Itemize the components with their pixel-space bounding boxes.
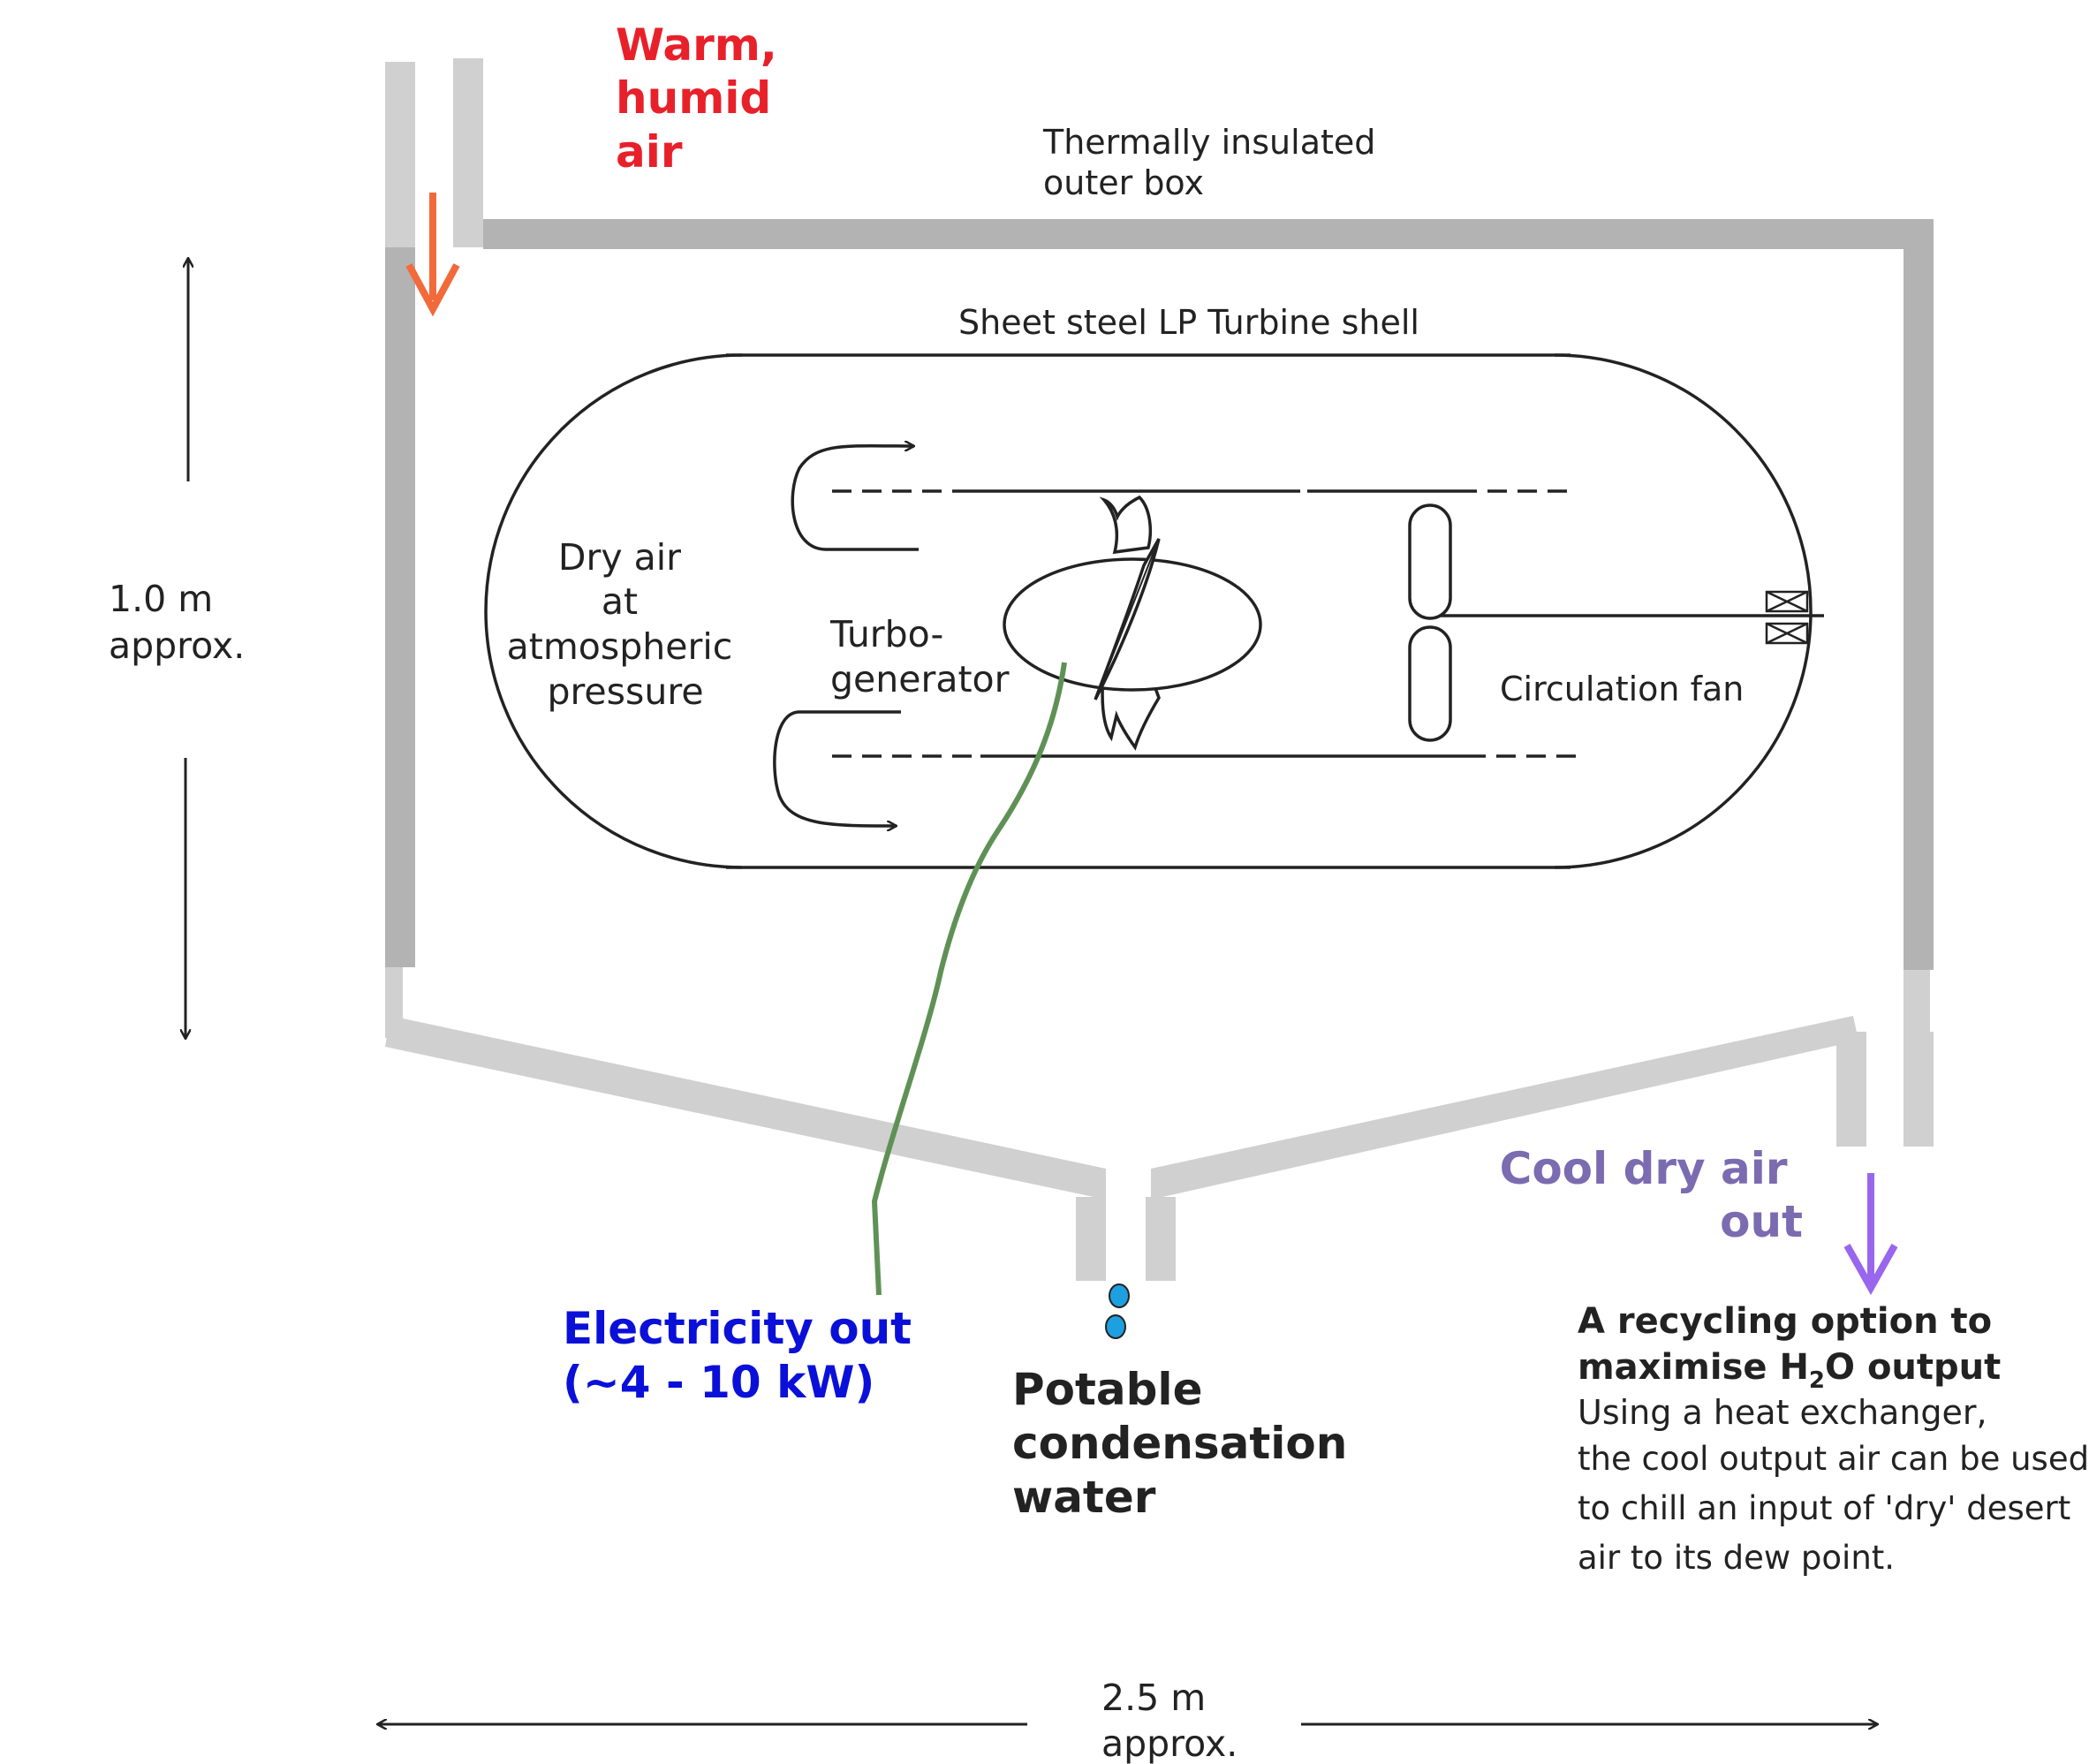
floor-left-slope [385, 1016, 1106, 1200]
water-drop-icon [1109, 1283, 1130, 1308]
turbine-shell-label: Sheet steel LP Turbine shell [958, 303, 1419, 342]
inlet-pipe-left-wall [385, 62, 415, 247]
warm-air-arrow-icon [405, 193, 460, 317]
cool-air-label: Cool dry air out [1500, 1143, 1803, 1247]
turbo-generator [1003, 495, 1262, 751]
circulation-fan-label: Circulation fan [1500, 670, 1744, 708]
flow-arrow-lower [773, 710, 901, 826]
width-label: 2.5 m approx. [1101, 1677, 1238, 1764]
outer-box-top-wall [483, 219, 1934, 249]
recycle-title-line-2: maximise H2O output [1578, 1347, 2001, 1394]
height-label: 1.0 m approx. [109, 578, 245, 667]
water-label: Potable condensation water [1012, 1364, 1363, 1523]
outlet-pipe-right-wall [1904, 1032, 1934, 1147]
turbine-blade-top [1099, 495, 1152, 555]
duct [832, 489, 1581, 758]
outer-box [385, 58, 1934, 1281]
outer-box-label: Thermally insulated outer box [1042, 123, 1386, 202]
outer-box-right-wall-lower [1904, 970, 1930, 1032]
water-drops [1105, 1283, 1130, 1339]
water-drop-icon [1105, 1314, 1126, 1339]
bearing-icon [1765, 590, 1809, 645]
height-dimension [185, 258, 188, 1039]
generator-hub [1003, 557, 1262, 692]
drain-right-wall [1146, 1197, 1176, 1281]
warm-air-label: Warm, humid air [616, 19, 792, 178]
flow-arrow-upper [791, 446, 919, 551]
recycle-title-line-1: A recycling option to [1578, 1301, 1992, 1342]
floor-right-slope [1151, 1016, 1858, 1200]
recycle-body: Using a heat exchanger, the cool output … [1578, 1393, 2089, 1577]
inlet-pipe-right-wall [453, 58, 483, 247]
dry-air-label: Dry air at atmospheric pressure [507, 536, 745, 713]
drain-left-wall [1076, 1197, 1106, 1281]
electricity-wire [871, 662, 1067, 1296]
outlet-pipe-left-wall [1836, 1032, 1866, 1147]
fan-blade-top [1408, 503, 1452, 620]
outer-box-left-wall [385, 247, 415, 967]
turbine-shell [484, 353, 1813, 869]
outer-box-right-wall [1904, 219, 1934, 970]
cool-air-arrow-icon [1843, 1173, 1898, 1296]
flow-arrows [773, 446, 919, 826]
turbo-generator-label: Turbo- generator [829, 613, 1010, 700]
fan-blade-bottom [1408, 625, 1452, 742]
electricity-label: Electricity out (~4 - 10 kW) [563, 1303, 927, 1408]
circulation-fan [1408, 503, 1824, 742]
